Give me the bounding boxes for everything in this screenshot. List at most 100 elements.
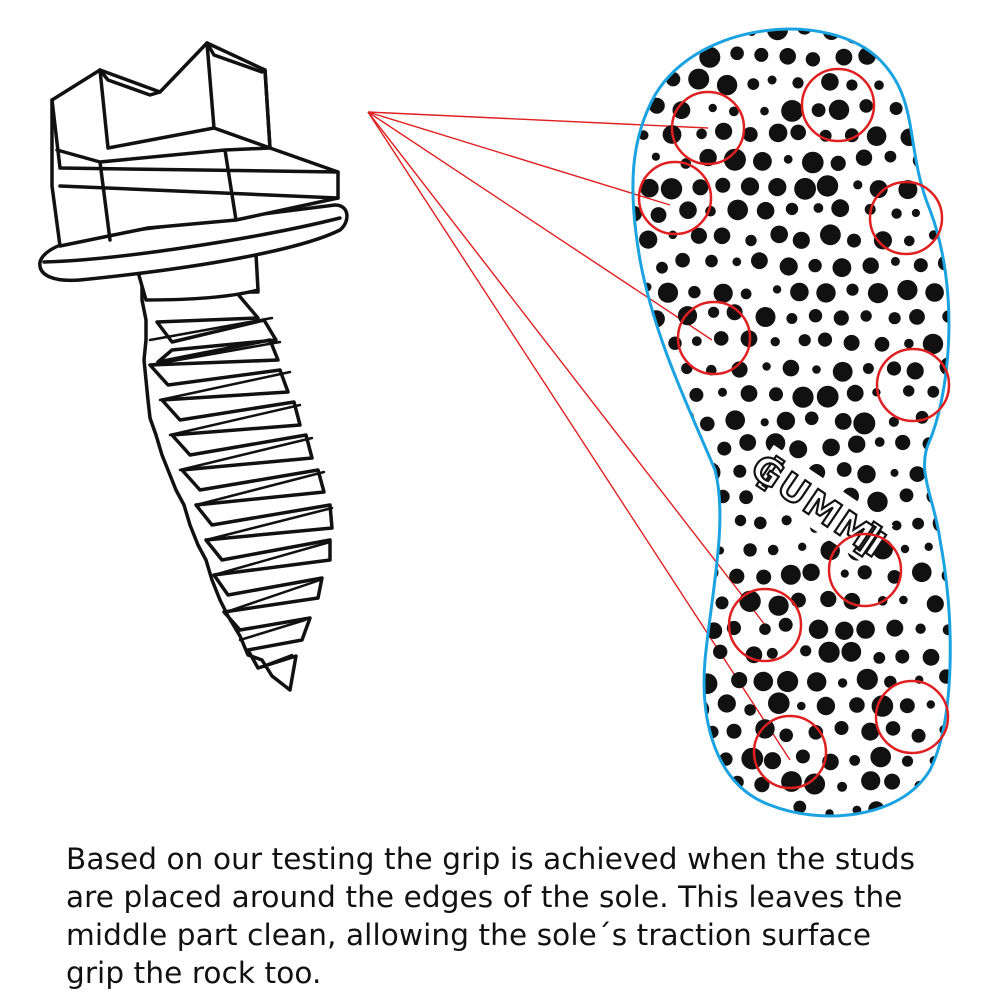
- sole-dot: [669, 392, 679, 402]
- sole-dot: [649, 509, 671, 531]
- sole-dot: [909, 309, 925, 325]
- sole-dot: [785, 202, 799, 216]
- sole-dot: [948, 29, 951, 42]
- sole-dot: [836, 462, 852, 477]
- sole-dot: [840, 569, 849, 578]
- sole-dot: [890, 468, 899, 477]
- sole-dot: [953, 649, 966, 662]
- sole-dot: [753, 671, 774, 692]
- sole-dot: [956, 286, 968, 298]
- sole-dot: [740, 288, 752, 300]
- stud-circle: [875, 347, 951, 423]
- sole-dot: [805, 52, 821, 67]
- sole-dot: [927, 385, 940, 398]
- sole-dot: [938, 773, 951, 793]
- sole-dot: [959, 202, 977, 220]
- sole-dot: [733, 464, 747, 478]
- sole-dot: [816, 283, 836, 303]
- sole-dot: [647, 360, 668, 382]
- sole-dot: [667, 545, 681, 560]
- sole-dot: [762, 362, 771, 371]
- sole-dot: [671, 441, 681, 452]
- sole-dot: [898, 29, 911, 34]
- sole-dot: [889, 102, 903, 115]
- sole-dot: [747, 78, 760, 90]
- sole-dot: [921, 800, 940, 816]
- sole-dot: [922, 648, 940, 666]
- sole-dot: [873, 652, 886, 664]
- sole-dot: [657, 282, 679, 303]
- screw-head-edges: [50, 41, 340, 242]
- sole-dot: [816, 175, 839, 197]
- sole-dot: [834, 721, 849, 735]
- sole-dot: [640, 485, 659, 504]
- sole-dot: [643, 805, 655, 816]
- sole-dot: [783, 154, 793, 164]
- sole-dot: [636, 29, 652, 40]
- sole-dot: [692, 179, 709, 196]
- sole-dot: [739, 590, 761, 612]
- sole-dot: [790, 282, 809, 302]
- sole-dot: [899, 698, 915, 714]
- sole-dot: [632, 722, 646, 743]
- screw-flange-rim: [42, 216, 342, 264]
- sole-dot: [658, 699, 679, 720]
- sole-dot: [899, 488, 914, 503]
- sole-dot: [874, 80, 884, 90]
- sole-dot: [663, 804, 679, 816]
- caption: Based on our testing the grip is achieve…: [66, 840, 966, 992]
- sole-dot: [723, 148, 746, 171]
- sole-dot: [611, 127, 632, 148]
- sole-dot: [632, 359, 642, 369]
- sole-dot: [847, 233, 861, 248]
- sole-dot: [926, 595, 944, 613]
- caption-line: grip the rock too.: [66, 956, 322, 990]
- sole-dot: [790, 124, 806, 141]
- sole-dot: [739, 490, 753, 505]
- sole-dot: [744, 704, 756, 716]
- sole-dot: [965, 777, 981, 793]
- sole-dot: [820, 224, 841, 246]
- sole-dot: [637, 80, 649, 92]
- sole-dot: [713, 227, 731, 245]
- sole-dot: [834, 413, 852, 430]
- sole-dot: [634, 332, 652, 350]
- sole-dot: [912, 562, 932, 583]
- sole-dot: [862, 257, 879, 274]
- sole-dot: [874, 437, 885, 447]
- sole-dot: [811, 103, 826, 117]
- sole-dot: [796, 29, 813, 35]
- sole-dot: [731, 672, 748, 689]
- sole-dot: [887, 570, 902, 584]
- sole-dot: [888, 416, 900, 427]
- sole-dot: [867, 283, 889, 304]
- sole-dot: [904, 338, 914, 349]
- sole-dot: [942, 149, 951, 164]
- sole-dot: [901, 755, 914, 767]
- sole-dot: [637, 442, 650, 456]
- pointer-line: [367, 111, 671, 206]
- sole-dot: [632, 563, 638, 582]
- sole-dot: [779, 257, 798, 276]
- sole-dot: [899, 595, 908, 605]
- sole-dot: [654, 775, 665, 785]
- sole-dot: [929, 81, 938, 90]
- sole-dot: [925, 283, 944, 302]
- sole-dot: [639, 230, 658, 249]
- sole-dot: [867, 491, 888, 512]
- sole-dot: [616, 800, 631, 815]
- sole-dot: [861, 722, 880, 741]
- sole-dot: [740, 385, 758, 402]
- screw-head-top: [98, 41, 264, 97]
- sole-dot: [768, 692, 790, 714]
- sole-dot: [767, 75, 777, 85]
- sole-dot: [688, 285, 701, 299]
- sole-dot: [830, 155, 846, 171]
- sole-dot: [642, 601, 651, 610]
- sole-dot: [729, 568, 745, 584]
- sole-dot: [696, 673, 718, 694]
- sole-dot: [613, 283, 624, 294]
- sole-dot: [754, 777, 770, 793]
- sole-dot: [610, 27, 622, 39]
- sole-dot: [669, 652, 678, 661]
